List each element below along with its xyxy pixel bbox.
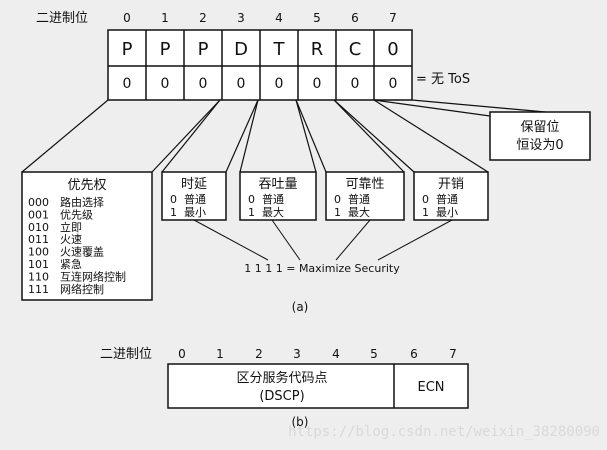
flag-cell: 0 [387, 39, 398, 60]
precedence-code: 011 [28, 233, 49, 246]
precedence-list: 000 路由选择 001 优先级 010 立即 011 火速 100 火速覆盖 101 紧急 110 互连… [28, 195, 126, 296]
zero-cell: 0 [313, 76, 322, 92]
tos-meaning: 普通 [436, 192, 458, 206]
tos-box-title: 时延 [181, 177, 207, 192]
precedence-label: 路由选择 [60, 195, 104, 209]
tos-meaning: 最小 [436, 206, 458, 219]
ds-field-box [167, 363, 469, 409]
bit-position-title-a: 二进制位 [36, 11, 88, 26]
reserved-box [489, 111, 591, 161]
bit-number: 1 [161, 11, 169, 25]
tos-box-title: 开销 [438, 177, 464, 192]
reserved-line2: 恒设为0 [516, 138, 563, 153]
precedence-code: 001 [28, 208, 49, 221]
no-tos-label: = 无 ToS [416, 72, 470, 87]
precedence-code: 000 [28, 196, 49, 209]
tos-meaning: 最大 [262, 205, 284, 219]
bit-number: 3 [237, 11, 245, 25]
zero-cell: 0 [237, 76, 246, 92]
bit-number-b: 1 [216, 347, 224, 361]
bit-numbers-b: 0 1 2 3 4 5 6 7 [178, 347, 457, 361]
precedence-label: 火速 [60, 233, 82, 246]
tos-box-title: 可靠性 [345, 177, 384, 192]
flag-cell: P [122, 39, 133, 60]
tos-fan-lines [161, 99, 489, 173]
precedence-code: 110 [28, 270, 49, 283]
precedence-title: 优先权 [67, 177, 106, 193]
tos-value: 1 [248, 206, 255, 219]
bit-number: 0 [123, 11, 131, 25]
flag-cell: D [234, 39, 248, 60]
bit-numbers-a: 0 1 2 3 4 5 6 7 [123, 11, 397, 25]
precedence-code: 101 [28, 258, 49, 271]
tos-box: 时延 0 普通 1 最小 [161, 171, 227, 221]
tos-meaning: 普通 [348, 192, 370, 206]
caption-a: (a) [292, 300, 309, 314]
precedence-label: 网络控制 [60, 282, 104, 296]
bit-number-b: 2 [255, 347, 263, 361]
precedence-code: 010 [28, 221, 49, 234]
precedence-box [21, 171, 153, 301]
bit-number: 4 [275, 11, 283, 25]
maximize-security-label: 1 1 1 1 = Maximize Security [244, 262, 400, 275]
zero-cell: 0 [123, 76, 132, 92]
zero-cell: 0 [199, 76, 208, 92]
tos-meaning: 最小 [184, 206, 206, 219]
flag-cell: P [160, 39, 171, 60]
bit-number-b: 0 [178, 347, 186, 361]
tos-value: 0 [170, 193, 177, 206]
tos-value: 1 [334, 206, 341, 219]
zero-cell: 0 [389, 76, 398, 92]
tos-box: 可靠性 0 普通 1 最大 [325, 171, 405, 221]
flag-cell: T [273, 39, 286, 60]
maximize-lines [193, 219, 453, 261]
tos-value: 1 [422, 206, 429, 219]
precedence-label: 火速覆盖 [60, 245, 104, 259]
ecn-label: ECN [417, 380, 444, 395]
precedence-label: 紧急 [60, 257, 82, 271]
watermark-text: https://blog.csdn.net/weixin_38280090 [288, 424, 600, 440]
tos-box-title: 吞吐量 [258, 177, 297, 192]
caption-b: (b) [292, 415, 309, 429]
bit-number-b: 3 [293, 347, 301, 361]
flag-cell: R [311, 39, 324, 60]
zero-cell: 0 [275, 76, 284, 92]
bit-number-b: 5 [370, 347, 378, 361]
bit-number: 7 [389, 11, 397, 25]
bit-position-title-b: 二进制位 [100, 347, 152, 362]
dscp-line1: 区分服务代码点 [236, 370, 327, 386]
precedence-label: 互连网络控制 [60, 269, 126, 283]
dscp-line2: (DSCP) [259, 389, 304, 404]
bit-number: 2 [199, 11, 207, 25]
precedence-label: 立即 [60, 220, 82, 234]
bit-number-b: 7 [449, 347, 457, 361]
zero-cell: 0 [351, 76, 360, 92]
tos-box: 开销 0 普通 1 最小 [413, 171, 489, 221]
precedence-code: 111 [28, 283, 49, 296]
bit-number: 6 [351, 11, 359, 25]
tos-meaning: 普通 [262, 192, 284, 206]
bit-number: 5 [313, 11, 321, 25]
tos-meaning: 普通 [184, 192, 206, 206]
tos-value: 0 [422, 193, 429, 206]
precedence-label: 优先级 [60, 208, 93, 221]
precedence-code: 100 [28, 246, 49, 259]
tos-value: 0 [248, 193, 255, 206]
tos-register: P P P D T R C 0 0 0 0 0 0 0 0 0 [107, 29, 413, 101]
bit-number-b: 4 [332, 347, 340, 361]
bit-number-b: 6 [410, 347, 418, 361]
tos-meaning: 最大 [348, 205, 370, 219]
reserved-line1: 保留位 [520, 120, 559, 135]
flag-cell: P [198, 39, 209, 60]
tos-value: 0 [334, 193, 341, 206]
zero-cell: 0 [161, 76, 170, 92]
tos-value: 1 [170, 206, 177, 219]
flag-cell: C [349, 39, 362, 60]
